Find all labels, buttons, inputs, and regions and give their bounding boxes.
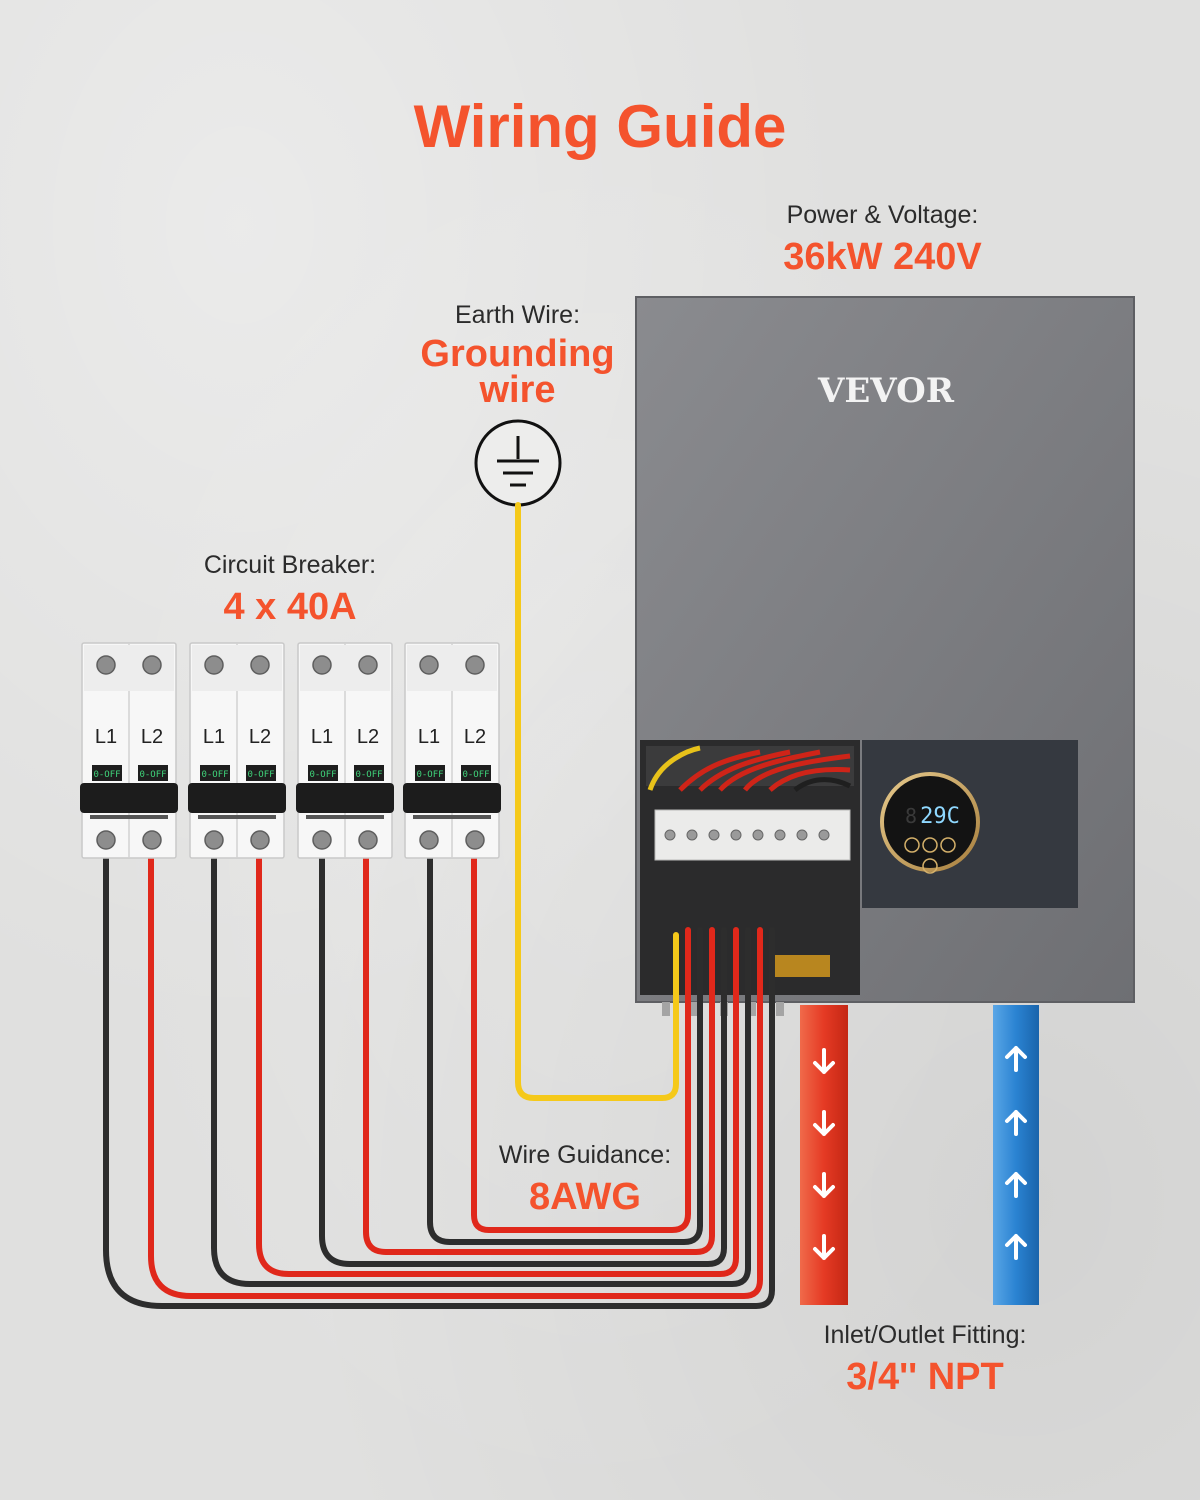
cold-water-pipe xyxy=(993,1005,1039,1305)
breaker-caption: Circuit Breaker: xyxy=(203,551,377,579)
page-title: Wiring Guide xyxy=(413,93,787,160)
wire-label: Wire Guidance: 8AWG xyxy=(470,1140,700,1216)
wire-2-l2 xyxy=(363,852,715,1255)
power-button-icon[interactable] xyxy=(922,858,938,874)
down-arrow-icons xyxy=(813,1048,835,1260)
terminal-screw-icon xyxy=(312,830,332,850)
lever-base xyxy=(413,815,491,819)
up-button-icon[interactable] xyxy=(940,837,956,853)
terminal-screw-icon xyxy=(204,655,224,675)
wire-2-l1 xyxy=(319,852,727,1267)
breaker-value: 4 x 40A xyxy=(223,586,357,628)
switch-window xyxy=(354,765,384,781)
pole-label: L1 xyxy=(203,726,225,748)
pole-label: L1 xyxy=(95,726,117,748)
earth-value: Grounding wire xyxy=(420,333,615,411)
switch-state: 0-OFF xyxy=(309,770,336,780)
terminal-screw-icon xyxy=(358,655,378,675)
switch-window xyxy=(308,765,338,781)
terminal-screw-icon xyxy=(142,830,162,850)
switch-state: 0-OFF xyxy=(93,770,120,780)
down-button-icon[interactable] xyxy=(904,837,920,853)
switch-window xyxy=(92,765,122,781)
breaker-label: Circuit Breaker: 4 x 40A xyxy=(160,550,420,626)
terminal-screw-icon xyxy=(250,655,270,675)
display-temperature: 29C xyxy=(920,804,960,829)
terminal-screw-icon xyxy=(465,655,485,675)
terminal-screw-icon xyxy=(96,655,116,675)
wire-3-l1 xyxy=(211,852,751,1287)
water-heater: VEVOR 8 29C xyxy=(635,296,1135,1016)
heater-brand: VEVOR xyxy=(817,371,955,411)
ground-wire xyxy=(515,502,679,1101)
menu-button-icon[interactable] xyxy=(922,837,938,853)
terminal-screw-icon xyxy=(142,655,162,675)
breaker-unit: L1 L2 0-OFF 0-OFF xyxy=(80,642,178,859)
earth-label: Earth Wire: Grounding wire xyxy=(395,300,640,411)
wire-value: 8AWG xyxy=(529,1176,641,1218)
wire-1-l2 xyxy=(471,852,691,1233)
lever-base xyxy=(90,815,168,819)
circuit-breakers: L1 L2 0-OFF 0-OFF L1 L2 0-OFF 0-OFF L1 L2 0-OFF 0-O… xyxy=(80,642,501,859)
hot-water-pipe xyxy=(800,1005,848,1305)
lever-base xyxy=(198,815,276,819)
breaker-unit: L1 L2 0-OFF 0-OFF xyxy=(188,642,286,859)
switch-window xyxy=(246,765,276,781)
control-panel: 8 29C xyxy=(862,740,1078,908)
terminal-screw-icon xyxy=(96,830,116,850)
terminal-screw-icon xyxy=(419,655,439,675)
pole-label: L2 xyxy=(464,726,486,748)
terminal-screw-icon xyxy=(312,655,332,675)
breaker-toggle-lever[interactable] xyxy=(296,783,394,813)
pole-label: L2 xyxy=(357,726,379,748)
switch-state: 0-OFF xyxy=(462,770,489,780)
earth-ground-icon xyxy=(474,419,562,507)
wire-1-l1 xyxy=(427,852,703,1245)
lever-base xyxy=(306,815,384,819)
breaker-toggle-lever[interactable] xyxy=(80,783,178,813)
breaker-unit: L1 L2 0-OFF 0-OFF xyxy=(403,642,501,859)
switch-state: 0-OFF xyxy=(201,770,228,780)
supply-wires xyxy=(103,852,775,1309)
switch-state: 0-OFF xyxy=(247,770,274,780)
power-caption: Power & Voltage: xyxy=(786,201,979,229)
wire-4-l1 xyxy=(103,852,775,1309)
pole-label: L2 xyxy=(141,726,163,748)
fitting-caption: Inlet/Outlet Fitting: xyxy=(823,1321,1027,1349)
fitting-value: 3/4'' NPT xyxy=(846,1356,1004,1398)
power-value: 36kW 240V xyxy=(783,236,982,278)
display-faded-digit: 8 xyxy=(905,804,917,828)
wire-4-l2 xyxy=(148,852,763,1299)
switch-window xyxy=(415,765,445,781)
terminal-screw-icon xyxy=(465,830,485,850)
terminal-screw-icon xyxy=(250,830,270,850)
fitting-label: Inlet/Outlet Fitting: 3/4'' NPT xyxy=(790,1320,1060,1396)
pole-label: L1 xyxy=(418,726,440,748)
switch-state: 0-OFF xyxy=(355,770,382,780)
pole-label: L2 xyxy=(249,726,271,748)
terminal-screw-icon xyxy=(419,830,439,850)
switch-window xyxy=(461,765,491,781)
switch-window xyxy=(200,765,230,781)
pole-label: L1 xyxy=(311,726,333,748)
switch-state: 0-OFF xyxy=(416,770,443,780)
wire-3-l2 xyxy=(256,852,739,1277)
terminal-screws xyxy=(664,829,830,841)
terminal-screw-icon xyxy=(204,830,224,850)
breaker-unit: L1 L2 0-OFF 0-OFF xyxy=(296,642,394,859)
up-arrow-icons xyxy=(1005,1046,1027,1260)
power-label: Power & Voltage: 36kW 240V xyxy=(740,200,1025,276)
terminal-screw-icon xyxy=(358,830,378,850)
switch-state: 0-OFF xyxy=(139,770,166,780)
breaker-toggle-lever[interactable] xyxy=(188,783,286,813)
wire-caption: Wire Guidance: xyxy=(498,1141,672,1169)
switch-window xyxy=(138,765,168,781)
earth-caption: Earth Wire: xyxy=(454,301,581,329)
breaker-toggle-lever[interactable] xyxy=(403,783,501,813)
